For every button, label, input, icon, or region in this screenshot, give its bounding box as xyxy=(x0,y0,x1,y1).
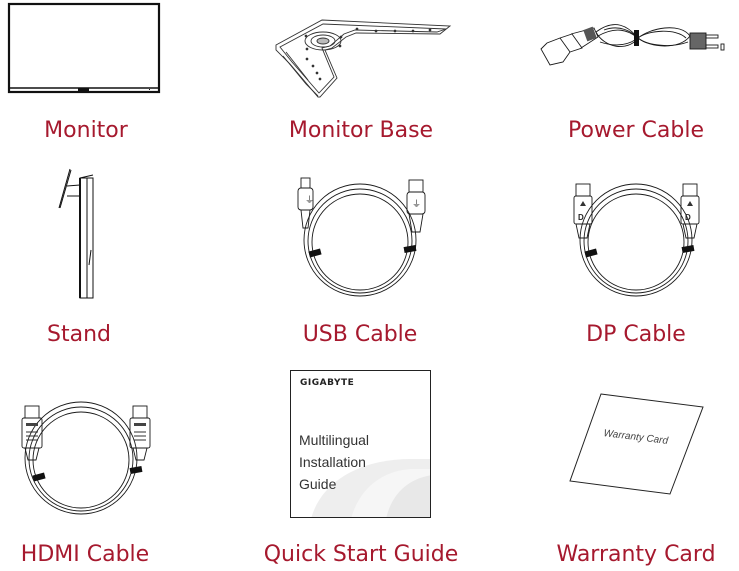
item-label: DP Cable xyxy=(586,322,686,347)
item-label: HDMI Cable xyxy=(20,542,150,567)
guide-title-line: Guide xyxy=(299,476,337,492)
item-label: Quick Start Guide xyxy=(263,542,459,567)
item-label: USB Cable xyxy=(302,322,418,347)
svg-text:D: D xyxy=(578,213,584,222)
item-label: Power Cable xyxy=(568,118,704,143)
svg-text:D: D xyxy=(685,213,691,222)
guide-title-line: Installation xyxy=(299,454,366,470)
item-label: Monitor Base xyxy=(288,118,434,143)
guide-brand: GIGABYTE xyxy=(300,378,355,388)
warranty-card-text: Warranty Card xyxy=(603,428,669,447)
svg-text:⏚: ⏚ xyxy=(412,199,421,209)
svg-text:⏚: ⏚ xyxy=(305,195,314,205)
item-label: Warranty Card xyxy=(556,542,716,567)
guide-title: Multilingual Installation Guide xyxy=(299,429,369,495)
guide-booklet-icon: GIGABYTE Multilingual Installation Guide xyxy=(290,370,431,518)
item-label: Stand xyxy=(47,322,111,347)
item-label: Monitor xyxy=(44,118,128,143)
guide-title-line: Multilingual xyxy=(299,432,370,448)
